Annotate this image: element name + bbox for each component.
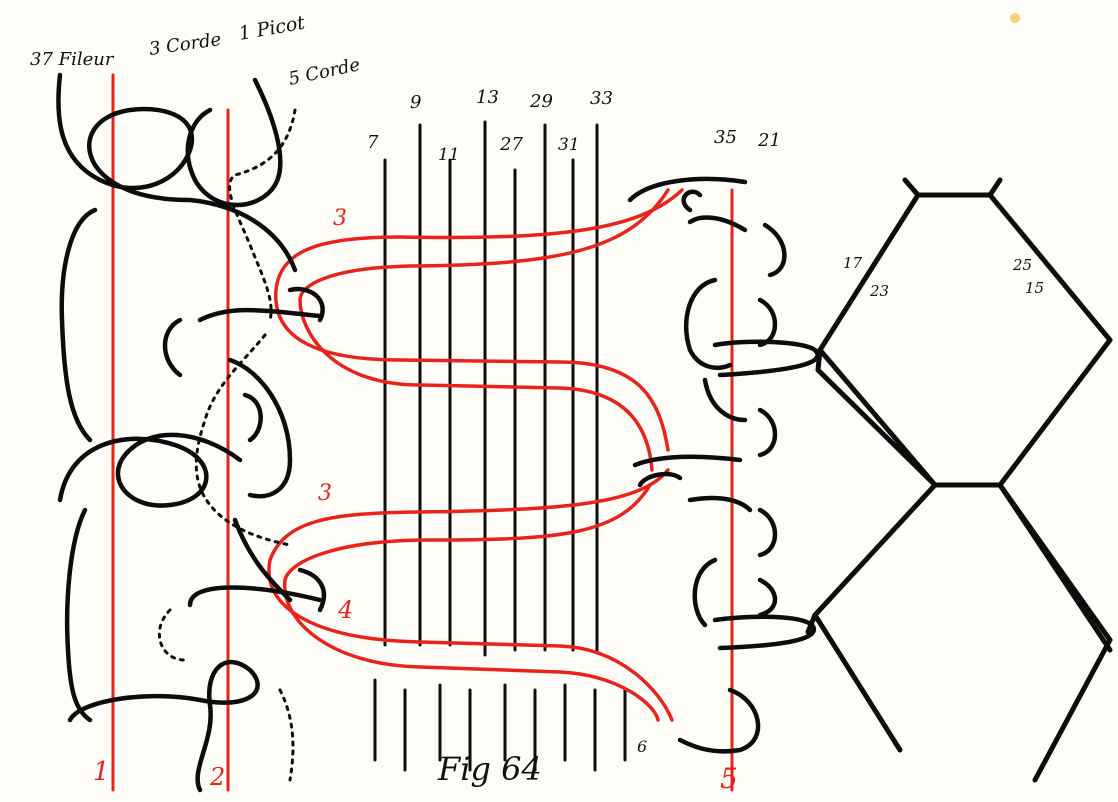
warp-label-13: 13 [476, 87, 499, 108]
mesh-label-25: 25 [1012, 256, 1032, 274]
ink-dot [1010, 13, 1020, 23]
mesh-label-23: 23 [869, 282, 889, 300]
header-labels: 37 Fileur 3 Corde 1 Picot 5 Corde [30, 12, 362, 90]
warp-number-labels: 7 9 11 13 27 29 31 33 35 21 [367, 87, 781, 165]
left-knots [56, 72, 327, 793]
red-weave-top [274, 188, 684, 472]
bottom-label-2: 2 [209, 763, 225, 791]
red-label-3-top: 3 [333, 206, 347, 231]
warp-label-11: 11 [438, 145, 460, 165]
label-3-corde: 3 Corde [148, 29, 223, 60]
warp-label-35: 35 [714, 127, 737, 148]
mesh-label-15: 15 [1025, 279, 1044, 297]
label-1-picot: 1 Picot [237, 12, 307, 45]
warp-label-27: 27 [499, 134, 523, 155]
label-5-corde: 5 Corde [287, 54, 362, 90]
label-6: 6 [637, 737, 647, 756]
warp-label-21: 21 [757, 130, 781, 151]
label-37-fileur: 37 Fileur [30, 49, 115, 70]
red-labels: 3 3 4 1 2 5 [93, 206, 738, 795]
mesh-label-17: 17 [843, 254, 863, 272]
warp-label-31: 31 [558, 135, 580, 155]
warp-threads [373, 120, 627, 772]
red-label-3-mid: 3 [318, 481, 332, 506]
dotted-strand [157, 108, 297, 782]
bottom-label-1: 1 [93, 757, 110, 787]
bottom-label-5: 5 [720, 762, 738, 795]
warp-label-29: 29 [529, 91, 553, 112]
warp-label-33: 33 [590, 88, 613, 109]
hexagon-mesh [805, 177, 1113, 783]
warp-label-7: 7 [367, 132, 379, 153]
figure-caption: Fig 64 [437, 750, 542, 788]
red-guide-lines [111, 73, 734, 792]
right-knots [627, 176, 820, 754]
red-weave-bottom [267, 468, 674, 722]
warp-label-9: 9 [410, 92, 421, 113]
red-label-4: 4 [337, 596, 353, 624]
mesh-number-labels: 17 23 25 15 [843, 254, 1044, 300]
